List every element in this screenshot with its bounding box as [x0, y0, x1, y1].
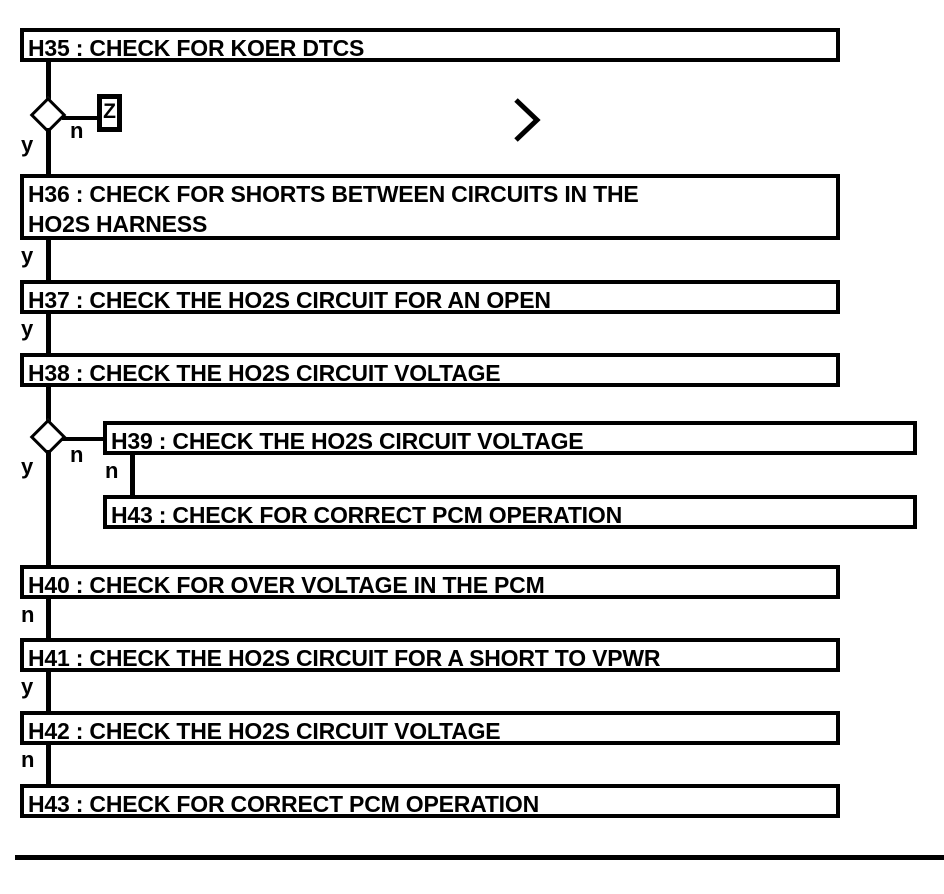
bottom-divider — [15, 855, 944, 860]
step-box-h43-lower[interactable]: H43 : CHECK FOR CORRECT PCM OPERATION — [20, 784, 840, 818]
step-box-h43-upper[interactable]: H43 : CHECK FOR CORRECT PCM OPERATION — [103, 495, 917, 529]
step-box-h41[interactable]: H41 : CHECK THE HO2S CIRCUIT FOR A SHORT… — [20, 638, 840, 672]
step-label-h36: H36 : CHECK FOR SHORTS BETWEEN CIRCUITS … — [28, 181, 639, 237]
connector-h41-to-h42 — [46, 672, 51, 711]
connector-h36-to-h37 — [46, 240, 51, 280]
step-box-h40[interactable]: H40 : CHECK FOR OVER VOLTAGE IN THE PCM — [20, 565, 840, 599]
branch-label-decision2-no: n — [70, 442, 84, 467]
branch-label-decision1-no: n — [70, 118, 84, 143]
connector-node-z-glyph: Z — [103, 99, 116, 123]
connector-h35-to-decision1 — [46, 62, 51, 102]
step-label-h42: H42 : CHECK THE HO2S CIRCUIT VOLTAGE — [28, 718, 501, 744]
chevron-right-icon — [514, 98, 541, 142]
step-label-h43-upper: H43 : CHECK FOR CORRECT PCM OPERATION — [111, 502, 622, 528]
step-label-h37: H37 : CHECK THE HO2S CIRCUIT FOR AN OPEN — [28, 287, 551, 313]
branch-label-decision2-yes: y — [21, 454, 34, 479]
step-box-h42[interactable]: H42 : CHECK THE HO2S CIRCUIT VOLTAGE — [20, 711, 840, 745]
step-label-h41: H41 : CHECK THE HO2S CIRCUIT FOR A SHORT… — [28, 645, 661, 671]
branch-label-decision1-yes: y — [21, 132, 34, 157]
branch-label-h40-no: n — [21, 602, 35, 627]
step-box-h35[interactable]: H35 : CHECK FOR KOER DTCS — [20, 28, 840, 62]
connector-h40-to-h41 — [46, 599, 51, 638]
step-label-h38: H38 : CHECK THE HO2S CIRCUIT VOLTAGE — [28, 360, 501, 386]
branch-label-h42-no: n — [21, 747, 35, 772]
step-label-h43-lower: H43 : CHECK FOR CORRECT PCM OPERATION — [28, 791, 539, 817]
connector-h39-to-h43a — [130, 455, 135, 495]
step-box-h39[interactable]: H39 : CHECK THE HO2S CIRCUIT VOLTAGE — [103, 421, 917, 455]
step-label-h35: H35 : CHECK FOR KOER DTCS — [28, 35, 365, 61]
step-label-h39: H39 : CHECK THE HO2S CIRCUIT VOLTAGE — [111, 428, 584, 454]
connector-h38-to-decision2 — [46, 387, 51, 424]
connector-decision1-no — [62, 116, 98, 120]
branch-label-h36-yes: y — [21, 243, 34, 268]
connector-decision2-to-h40 — [46, 450, 51, 565]
connector-decision2-no — [62, 437, 105, 441]
step-box-h36[interactable]: H36 : CHECK FOR SHORTS BETWEEN CIRCUITS … — [20, 174, 840, 240]
connector-node-z-box[interactable]: Z — [97, 94, 122, 132]
branch-label-h39-no: n — [105, 458, 119, 483]
step-box-h37[interactable]: H37 : CHECK THE HO2S CIRCUIT FOR AN OPEN — [20, 280, 840, 314]
branch-label-h41-yes: y — [21, 674, 34, 699]
connector-h37-to-h38 — [46, 314, 51, 353]
step-label-h40: H40 : CHECK FOR OVER VOLTAGE IN THE PCM — [28, 572, 545, 598]
step-box-h38[interactable]: H38 : CHECK THE HO2S CIRCUIT VOLTAGE — [20, 353, 840, 387]
connector-decision1-to-h36 — [46, 128, 51, 174]
connector-h42-to-h43b — [46, 745, 51, 784]
branch-label-h37-yes: y — [21, 316, 34, 341]
